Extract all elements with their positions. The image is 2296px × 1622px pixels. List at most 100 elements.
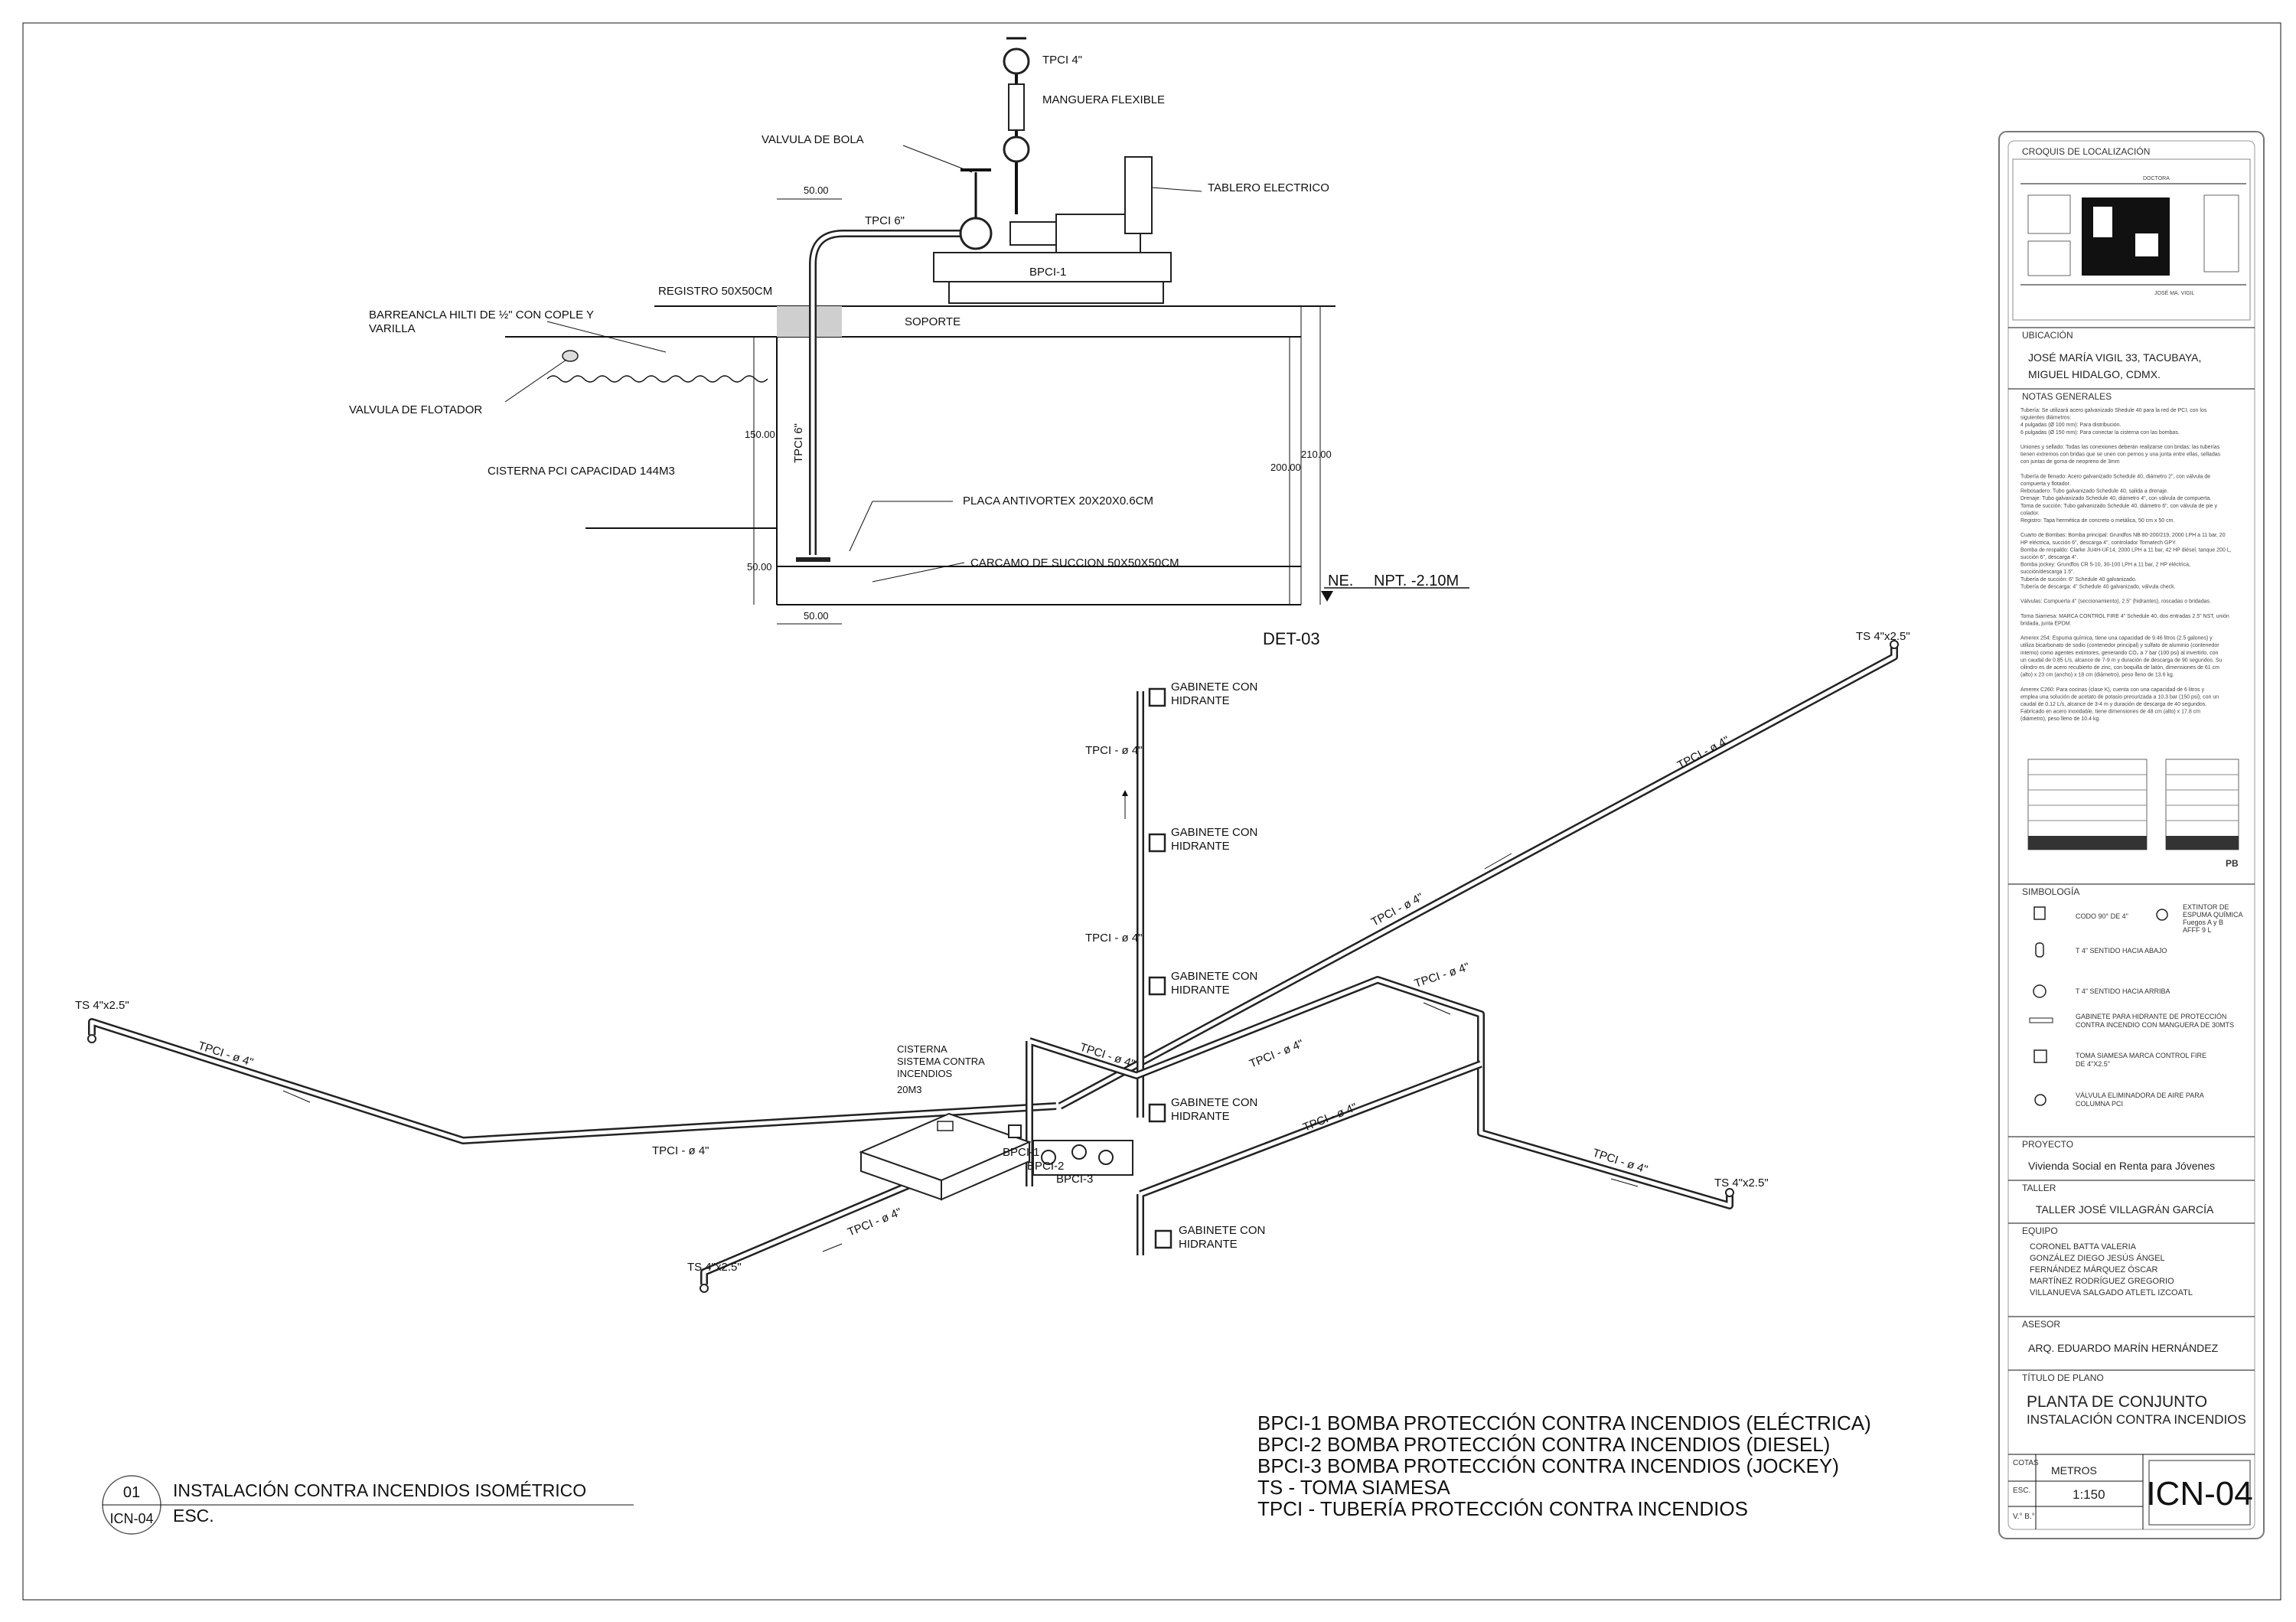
titulo-line-2: INSTALACIÓN CONTRA INCENDIOS [2027,1412,2246,1427]
tpci-label-2: TPCI - ø 4" [652,1144,709,1157]
cistern-label-1: CISTERNA [897,1043,947,1055]
sym-air-b: COLUMNA PCI [2076,1100,2123,1108]
note-line: tienen extremos con bridas que se unen c… [2020,452,2221,458]
cistern-label-3: INCENDIOS [897,1068,953,1079]
cabinet-label-1b: HIDRANTE [1171,694,1230,707]
note-line: Amerex 254: Espuma química, tiene una ca… [2020,636,2213,641]
note-line: 4 pulgadas (Ø 100 mm): Para distribución… [2020,423,2122,428]
valve-icon [1003,135,1030,163]
esc-value: 1:150 [2073,1487,2105,1502]
cabinet-icon-2 [1148,833,1166,853]
note-line: Tubería de llenado: Acero galvanizado Sc… [2020,474,2210,479]
sym-cabinet-a: GABINETE PARA HIDRANTE DE PROTECCIÓN [2076,1013,2226,1020]
ts-icon-2 [1890,640,1899,649]
ts-label-top-right: TS 4"x2.5" [1856,630,1910,643]
tpci-label-9: TPCI - ø 4" [1413,961,1471,990]
team-member-4: MARTÍNEZ RODRÍGUEZ GREGORIO [2030,1276,2174,1286]
electric-panel-icon [1124,156,1153,234]
note-line: succión/descarga 1.5". [2020,569,2075,575]
sym-ext-3: Fuegos A y B [2183,919,2223,926]
ts-label-left: TS 4"x2.5" [75,999,129,1012]
drawing-scale: ESC. [173,1506,214,1526]
label-tpci4: TPCI 4" [1042,54,1082,67]
cabinet-label-5b: HIDRANTE [1179,1238,1238,1251]
ts-icon-1 [87,1034,96,1043]
notas-heading: NOTAS GENERALES [2022,391,2112,402]
ubicacion-line-2: MIGUEL HIDALGO, CDMX. [2028,368,2161,380]
asesor-value: ARQ. EDUARDO MARÍN HERNÁNDEZ [2028,1342,2219,1354]
pump-plinth [948,281,1164,304]
taller-heading: TALLER [2022,1183,2056,1193]
note-line: Fabricado en acero inoxidable, tiene dim… [2020,710,2200,715]
label-tpci6-vertical: TPCI 6" [792,423,805,463]
note-line: bridada, junta EPDM. [2020,621,2072,626]
tee-down-icon [2035,942,2044,958]
pump-label-2: BPCI-2 [1027,1160,1064,1173]
note-line: Registro: Tapa hermética de concreto o m… [2020,518,2174,524]
legend-line-4: TS - TOMA SIAMESA [1257,1476,1451,1499]
note-line: Toma de succión: Tubo galvanizado Schedu… [2020,504,2217,509]
vb-heading: V.° B.° [2013,1513,2035,1521]
pump-label-1: BPCI-1 [1003,1146,1039,1159]
pb-label: PB [2226,858,2239,869]
dim-top: 50.00 [804,184,829,196]
cabinet-symbol-icon [2029,1017,2053,1023]
sym-siamese-b: DE 4"X2.5" [2076,1060,2110,1068]
label-bpci1: BPCI-1 [1029,266,1066,279]
note-line: (diámetro), peso lleno de 10.4 kg. [2020,716,2100,722]
note-line: compuerta y flotador. [2020,481,2070,487]
label-tpci6: TPCI 6" [865,214,905,227]
ts-label-bottom: TS 4"x2.5" [687,1261,742,1274]
sheet-id: ICN-04 [2146,1475,2252,1513]
label-tablero: TABLERO ELECTRICO [1208,181,1329,194]
label-npt: NPT. -2.10M [1374,573,1459,589]
sym-tee-down: T 4" SENTIDO HACIA ABAJO [2076,947,2167,955]
label-ne: NE. [1328,573,1353,589]
sym-air-a: VÁLVULA ELIMINADORA DE AIRE PARA [2076,1092,2204,1099]
note-line: emplea una solución de acetato de potasi… [2020,694,2219,700]
team-member-2: GONZÁLEZ DIEGO JESÚS ÁNGEL [2030,1253,2165,1263]
note-line: Tubería: Se utilizará acero galvanizado … [2020,408,2207,413]
ball-valve-icon [959,217,993,250]
elbow-icon [2033,906,2046,920]
legend: BPCI-1 BOMBA PROTECCIÓN CONTRA INCENDIOS… [1257,1411,1871,1520]
detail-det-03: TPCI 4" MANGUERA FLEXIBLE VALVULA DE BOL… [349,37,1469,648]
cotas-heading: COTAS [2013,1459,2039,1467]
drawing-title: 01 ICN-04 INSTALACIÓN CONTRA INCENDIOS I… [102,1475,634,1535]
cabinet-label-4b: HIDRANTE [1171,1110,1230,1123]
label-valvula-bola: VALVULA DE BOLA [762,133,864,146]
label-valvula-flotador: VALVULA DE FLOTADOR [349,403,482,416]
dim-left-50: 50.00 [747,561,772,573]
sym-ext-2: ESPUMA QUÍMICA [2183,911,2243,919]
isometric-network: TS 4"x2.5" TS 4"x2.5" TS 4"x2.5" TS 4"x2… [75,630,1910,1293]
sym-ext-1: EXTINTOR DE [2183,903,2229,911]
note-line: (alto) x 23 cm (ancho) x 18 cm (diámetro… [2020,673,2174,678]
sym-codo: CODO 90° DE 4" [2076,912,2128,920]
label-placa: PLACA ANTIVORTEX 20X20X0.6CM [963,494,1153,507]
simbologia-heading: SIMBOLOGÍA [2022,886,2079,897]
sym-tee-up: T 4" SENTIDO HACIA ARRIBA [2076,987,2170,995]
legend-line-3: BPCI-3 BOMBA PROTECCIÓN CONTRA INCENDIOS… [1257,1454,1839,1477]
note-line: interno) como agentes extintores, genera… [2020,651,2218,656]
note-line: Bomba de respaldo: Clarke JU4H-UF14, 200… [2020,547,2232,553]
cabinet-label-3a: GABINETE CON [1171,970,1257,983]
ubicacion-heading: UBICACIÓN [2022,329,2073,341]
note-line: Amerex C260: Para cocinas (clase K), cue… [2020,687,2205,693]
water-line [546,375,768,383]
note-line: Tubería de succión: 6" Schedule 40 galva… [2020,577,2137,583]
cabinet-label-5a: GABINETE CON [1179,1224,1265,1237]
note-line: utiliza bicarbonato de sodio (contenedor… [2020,643,2219,648]
label-soporte: SOPORTE [905,315,960,328]
extinguisher-icon [2156,909,2168,921]
tpci-label-12: TPCI - ø 4" [1085,932,1143,945]
pump-cluster [1008,1124,1133,1176]
equipo-heading: EQUIPO [2022,1225,2058,1236]
drawing-sheet-ref: ICN-04 [109,1511,153,1526]
legend-line-5: TPCI - TUBERÍA PROTECCIÓN CONTRA INCENDI… [1257,1497,1748,1520]
note-line: Drenaje: Tubo galvanizado Schedule 40, d… [2020,496,2211,501]
street-top: DOCTORA [2143,176,2170,181]
ts-label-right: TS 4"x2.5" [1714,1177,1769,1190]
title-block: CROQUIS DE LOCALIZACIÓN DOCTORA JOSÉ MA.… [1998,131,2265,1539]
proyecto-heading: PROYECTO [2022,1139,2073,1150]
air-valve-icon [2034,1094,2047,1106]
